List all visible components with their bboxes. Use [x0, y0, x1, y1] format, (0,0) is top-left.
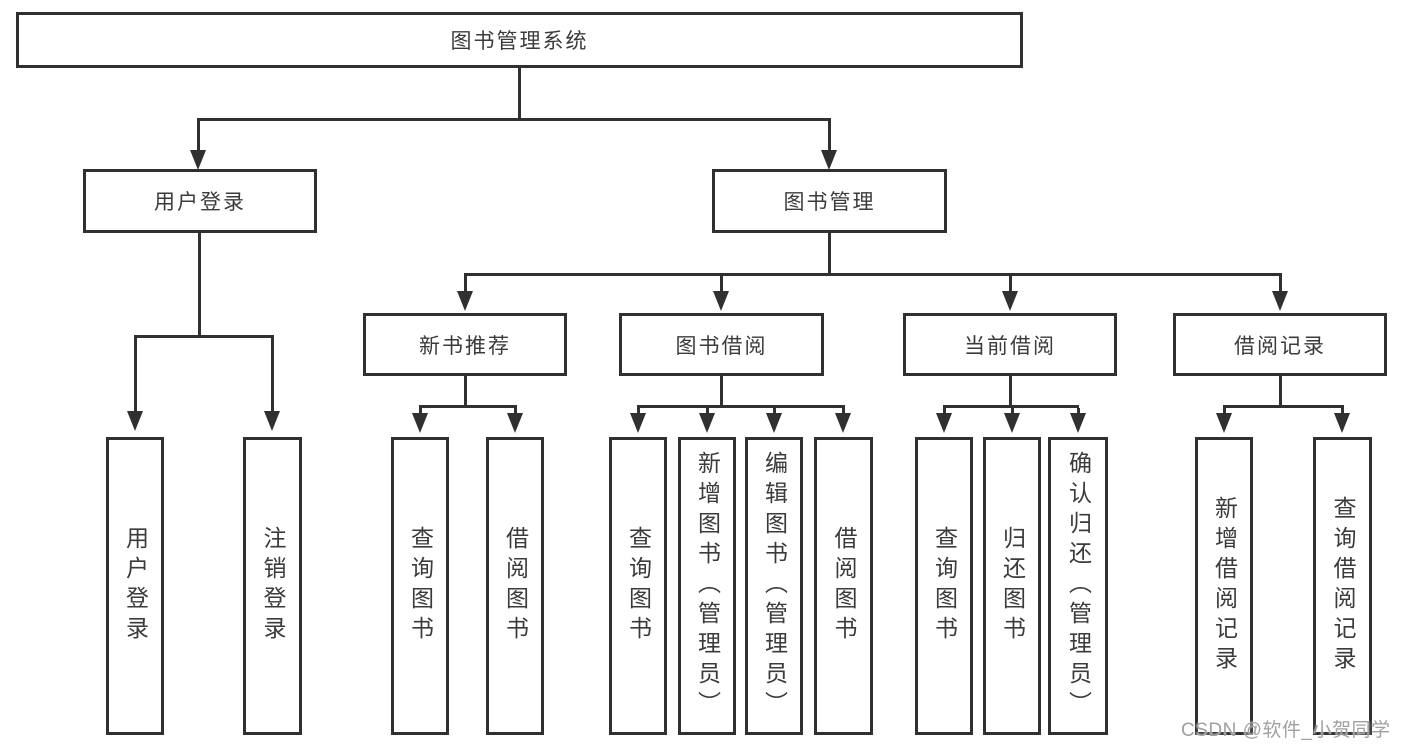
leaf-label: 确认归还（管理员）	[1065, 451, 1092, 721]
node-current-borrow-label: 当前借阅	[964, 334, 1056, 358]
csdn-watermark: CSDN @软件_小贺同学	[1181, 720, 1391, 741]
connector-drop	[1223, 408, 1226, 415]
connector-book-borrow-stem	[720, 376, 723, 405]
arrow-down-icon	[1334, 413, 1350, 433]
connector-user-login-horizontal	[134, 335, 274, 338]
connector-drop-login	[134, 338, 137, 412]
connector-book-mgmt-stem	[828, 233, 831, 273]
arrow-down-icon	[190, 150, 206, 170]
connector-drop	[773, 408, 776, 415]
leaf-label: 注销登录	[260, 526, 286, 646]
leaf-query-books: 查询图书	[391, 437, 449, 735]
connector-drop	[419, 408, 422, 415]
arrow-down-icon	[412, 413, 428, 433]
connector-drop	[1341, 408, 1344, 415]
arrow-down-icon	[1070, 413, 1086, 433]
leaf-label: 查询图书	[407, 526, 434, 646]
leaf-label: 查询图书	[625, 526, 652, 646]
leaf-add-books-admin: 新增图书（管理员）	[678, 437, 736, 735]
connector-current-borrow-horizontal	[943, 405, 1079, 408]
leaf-query-books: 查询图书	[915, 437, 973, 735]
node-book-mgmt: 图书管理	[712, 169, 947, 233]
connector-drop-user-login	[197, 121, 200, 152]
arrow-down-icon	[1004, 413, 1020, 433]
node-borrow-record: 借阅记录	[1173, 313, 1387, 376]
leaf-return-books: 归还图书	[983, 437, 1041, 735]
connector-new-book-horizontal	[419, 405, 517, 408]
leaf-borrow-books: 借阅图书	[486, 437, 544, 735]
leaf-label: 查询借阅记录	[1330, 496, 1356, 676]
connector-drop	[1011, 408, 1014, 415]
connector-drop	[706, 408, 709, 415]
node-current-borrow: 当前借阅	[903, 313, 1117, 376]
connector-drop	[943, 408, 946, 415]
connector-book-borrow-horizontal	[637, 405, 845, 408]
leaf-confirm-return-admin: 确认归还（管理员）	[1048, 437, 1108, 735]
arrow-down-icon	[630, 413, 646, 433]
leaf-label: 新增借阅记录	[1211, 496, 1238, 676]
arrow-down-icon	[766, 413, 782, 433]
leaf-label: 借阅图书	[831, 526, 857, 646]
connector-borrow-record-horizontal	[1223, 405, 1344, 408]
connector-drop	[1077, 408, 1080, 415]
connector-drop-book-mgmt	[828, 121, 831, 152]
node-new-book: 新书推荐	[363, 313, 567, 376]
node-root: 图书管理系统	[16, 12, 1023, 68]
node-new-book-label: 新书推荐	[419, 334, 511, 358]
arrow-down-icon	[264, 411, 280, 431]
arrow-down-icon	[1216, 413, 1232, 433]
connector-drop-borrow-record	[1279, 276, 1282, 292]
arrow-down-icon	[127, 411, 143, 431]
connector-drop-current-borrow	[1009, 276, 1012, 292]
leaf-user-login: 用户登录	[106, 437, 164, 735]
node-book-borrow: 图书借阅	[619, 313, 824, 376]
leaf-query-borrow-record: 查询借阅记录	[1313, 437, 1372, 735]
connector-level1-horizontal	[197, 118, 831, 121]
arrow-down-icon	[699, 413, 715, 433]
leaf-add-borrow-record: 新增借阅记录	[1195, 437, 1253, 735]
node-user-login: 用户登录	[83, 169, 317, 233]
connector-root-stem	[518, 68, 521, 118]
leaf-label: 编辑图书（管理员）	[761, 451, 788, 721]
leaf-label: 新增图书（管理员）	[694, 451, 721, 721]
leaf-borrow-books: 借阅图书	[814, 437, 873, 735]
connector-current-borrow-stem	[1009, 376, 1012, 405]
connector-drop-logout	[271, 338, 274, 412]
connector-drop-new-book	[464, 276, 467, 292]
leaf-label: 借阅图书	[502, 526, 529, 646]
connector-drop	[637, 408, 640, 415]
leaf-label: 归还图书	[999, 526, 1026, 646]
leaf-edit-books-admin: 编辑图书（管理员）	[745, 437, 803, 735]
arrow-down-icon	[1272, 291, 1288, 311]
leaf-label: 查询图书	[931, 526, 958, 646]
leaf-label: 用户登录	[122, 526, 149, 646]
node-root-label: 图书管理系统	[450, 30, 589, 53]
leaf-logout: 注销登录	[243, 437, 302, 735]
arrow-down-icon	[821, 150, 837, 170]
connector-borrow-record-stem	[1279, 376, 1282, 405]
connector-drop	[514, 408, 517, 415]
node-book-borrow-label: 图书借阅	[675, 334, 768, 358]
arrow-down-icon	[936, 413, 952, 433]
connector-user-login-stem	[198, 233, 201, 335]
connector-drop-book-borrow	[720, 276, 723, 292]
leaf-query-books: 查询图书	[609, 437, 667, 735]
arrow-down-icon	[457, 291, 473, 311]
connector-new-book-stem	[464, 376, 467, 405]
arrow-down-icon	[713, 291, 729, 311]
node-borrow-record-label: 借阅记录	[1234, 334, 1326, 358]
connector-drop	[842, 408, 845, 415]
arrow-down-icon	[1002, 291, 1018, 311]
arrow-down-icon	[507, 413, 523, 433]
node-book-mgmt-label: 图书管理	[783, 191, 876, 214]
arrow-down-icon	[835, 413, 851, 433]
node-user-login-label: 用户登录	[154, 191, 246, 214]
connector-level3-horizontal	[464, 273, 1282, 276]
